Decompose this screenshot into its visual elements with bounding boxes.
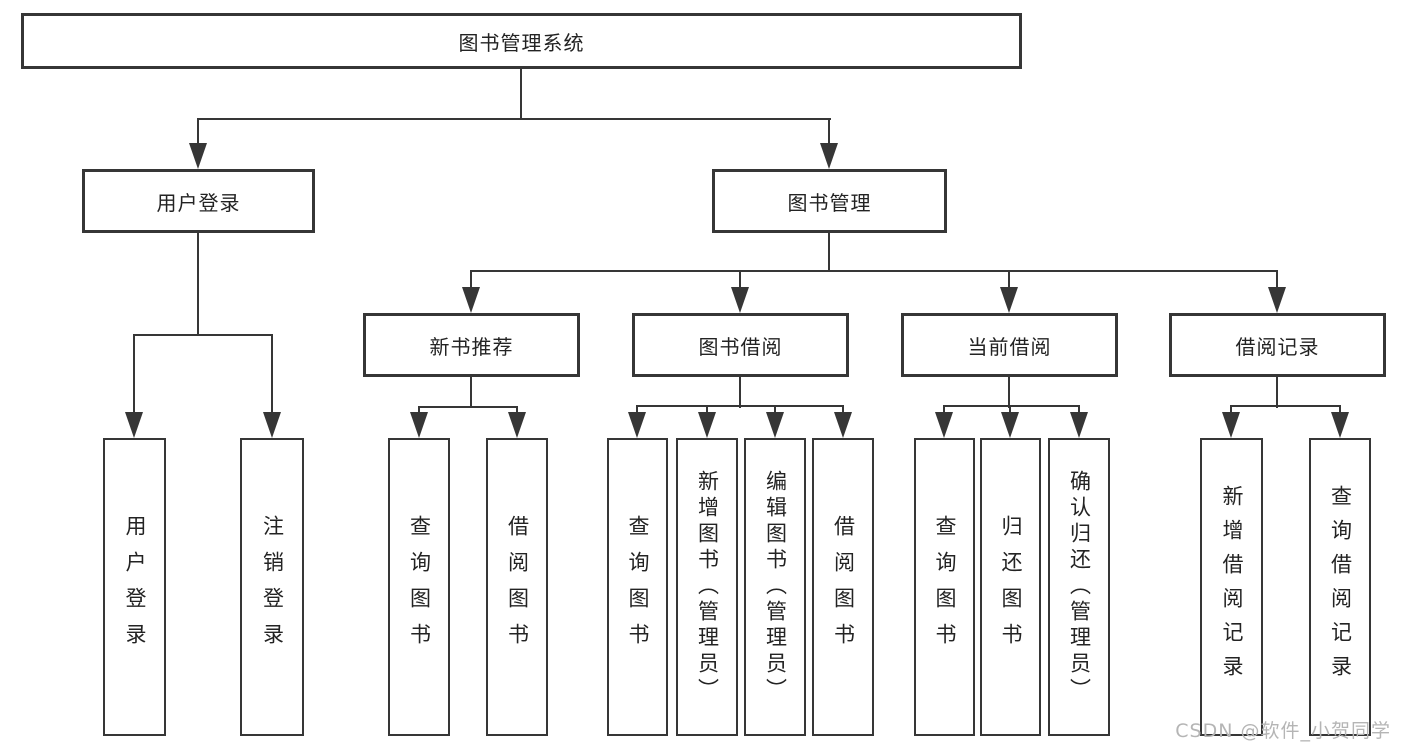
node-root: 图书管理系统	[21, 13, 1022, 69]
leaf-query-books-borrow: 查询图书	[607, 438, 668, 736]
leaf-borrow-books-recommend-label: 借阅图书	[505, 515, 530, 659]
leaf-borrow-books-recommend: 借阅图书	[486, 438, 548, 736]
arrow-down-icon	[1268, 287, 1286, 313]
leaf-return-books: 归还图书	[980, 438, 1041, 736]
arrow-down-icon	[731, 287, 749, 313]
arrow-down-icon	[462, 287, 480, 313]
node-user-login: 用户登录	[82, 169, 315, 233]
leaf-user-login: 用户登录	[103, 438, 166, 736]
arrow-down-icon	[125, 412, 143, 438]
leaf-return-books-label: 归还图书	[999, 515, 1023, 659]
leaf-add-borrow-record-label: 新增借阅记录	[1220, 485, 1244, 689]
leaf-borrow-books-label: 借阅图书	[831, 515, 856, 659]
node-book-borrow: 图书借阅	[632, 313, 849, 377]
node-book-borrow-label: 图书借阅	[698, 334, 783, 359]
node-book-management-label: 图书管理	[787, 190, 872, 215]
leaf-edit-books-admin: 编辑图书（管理员）	[744, 438, 806, 736]
leaf-confirm-return-admin: 确认归还（管理员）	[1048, 438, 1110, 736]
leaf-confirm-return-admin-label: 确认归还（管理员）	[1067, 470, 1092, 704]
connector-line	[520, 69, 523, 120]
node-current-borrow-label: 当前借阅	[967, 334, 1052, 359]
node-root-label: 图书管理系统	[458, 30, 585, 55]
arrow-down-icon	[698, 412, 716, 438]
connector-line	[1230, 405, 1341, 408]
connector-line	[1276, 270, 1279, 293]
arrow-down-icon	[1331, 412, 1349, 438]
connector-line	[1008, 377, 1011, 408]
connector-line	[470, 270, 1278, 273]
connector-line	[271, 334, 274, 418]
leaf-query-books-current-label: 查询图书	[933, 515, 957, 659]
leaf-edit-books-admin-label: 编辑图书（管理员）	[763, 470, 788, 704]
arrow-down-icon	[508, 412, 526, 438]
arrow-down-icon	[628, 412, 646, 438]
leaf-query-borrow-record-label: 查询借阅记录	[1328, 485, 1353, 689]
leaf-logout-label: 注销登录	[260, 515, 285, 659]
leaf-add-books-admin-label: 新增图书（管理员）	[695, 470, 720, 704]
leaf-query-books-recommend-label: 查询图书	[407, 515, 432, 659]
arrow-down-icon	[834, 412, 852, 438]
csdn-watermark: CSDN @软件_小贺同学	[1175, 720, 1391, 742]
node-new-book-recommend: 新书推荐	[363, 313, 580, 377]
arrow-down-icon	[1000, 287, 1018, 313]
connector-line	[197, 233, 200, 336]
node-borrow-records: 借阅记录	[1169, 313, 1386, 377]
node-borrow-records-label: 借阅记录	[1235, 334, 1320, 359]
connector-line	[1008, 270, 1011, 293]
connector-line	[636, 405, 844, 408]
arrow-down-icon	[189, 143, 207, 169]
connector-line	[943, 405, 1080, 408]
connector-line	[1276, 377, 1279, 408]
arrow-down-icon	[1001, 412, 1019, 438]
node-book-management: 图书管理	[712, 169, 947, 233]
connector-line	[739, 377, 742, 408]
arrow-down-icon	[1070, 412, 1088, 438]
arrow-down-icon	[263, 412, 281, 438]
arrow-down-icon	[410, 412, 428, 438]
connector-line	[197, 118, 200, 160]
leaf-query-borrow-record: 查询借阅记录	[1309, 438, 1371, 736]
connector-line	[470, 377, 473, 408]
connector-line	[198, 118, 831, 121]
connector-line	[133, 334, 136, 418]
leaf-user-login-label: 用户登录	[123, 515, 147, 659]
arrow-down-icon	[766, 412, 784, 438]
connector-line	[418, 406, 518, 409]
arrow-down-icon	[820, 143, 838, 169]
leaf-add-borrow-record: 新增借阅记录	[1200, 438, 1263, 736]
leaf-logout: 注销登录	[240, 438, 304, 736]
connector-line	[470, 270, 473, 293]
connector-line	[828, 118, 831, 160]
leaf-query-books-borrow-label: 查询图书	[626, 515, 650, 659]
node-new-book-recommend-label: 新书推荐	[429, 334, 514, 359]
connector-line	[739, 270, 742, 293]
connector-line	[828, 233, 831, 272]
arrow-down-icon	[935, 412, 953, 438]
leaf-query-books-recommend: 查询图书	[388, 438, 450, 736]
node-current-borrow: 当前借阅	[901, 313, 1118, 377]
arrow-down-icon	[1222, 412, 1240, 438]
node-user-login-label: 用户登录	[156, 190, 241, 215]
leaf-add-books-admin: 新增图书（管理员）	[676, 438, 738, 736]
leaf-borrow-books: 借阅图书	[812, 438, 874, 736]
connector-line	[133, 334, 273, 337]
leaf-query-books-current: 查询图书	[914, 438, 975, 736]
